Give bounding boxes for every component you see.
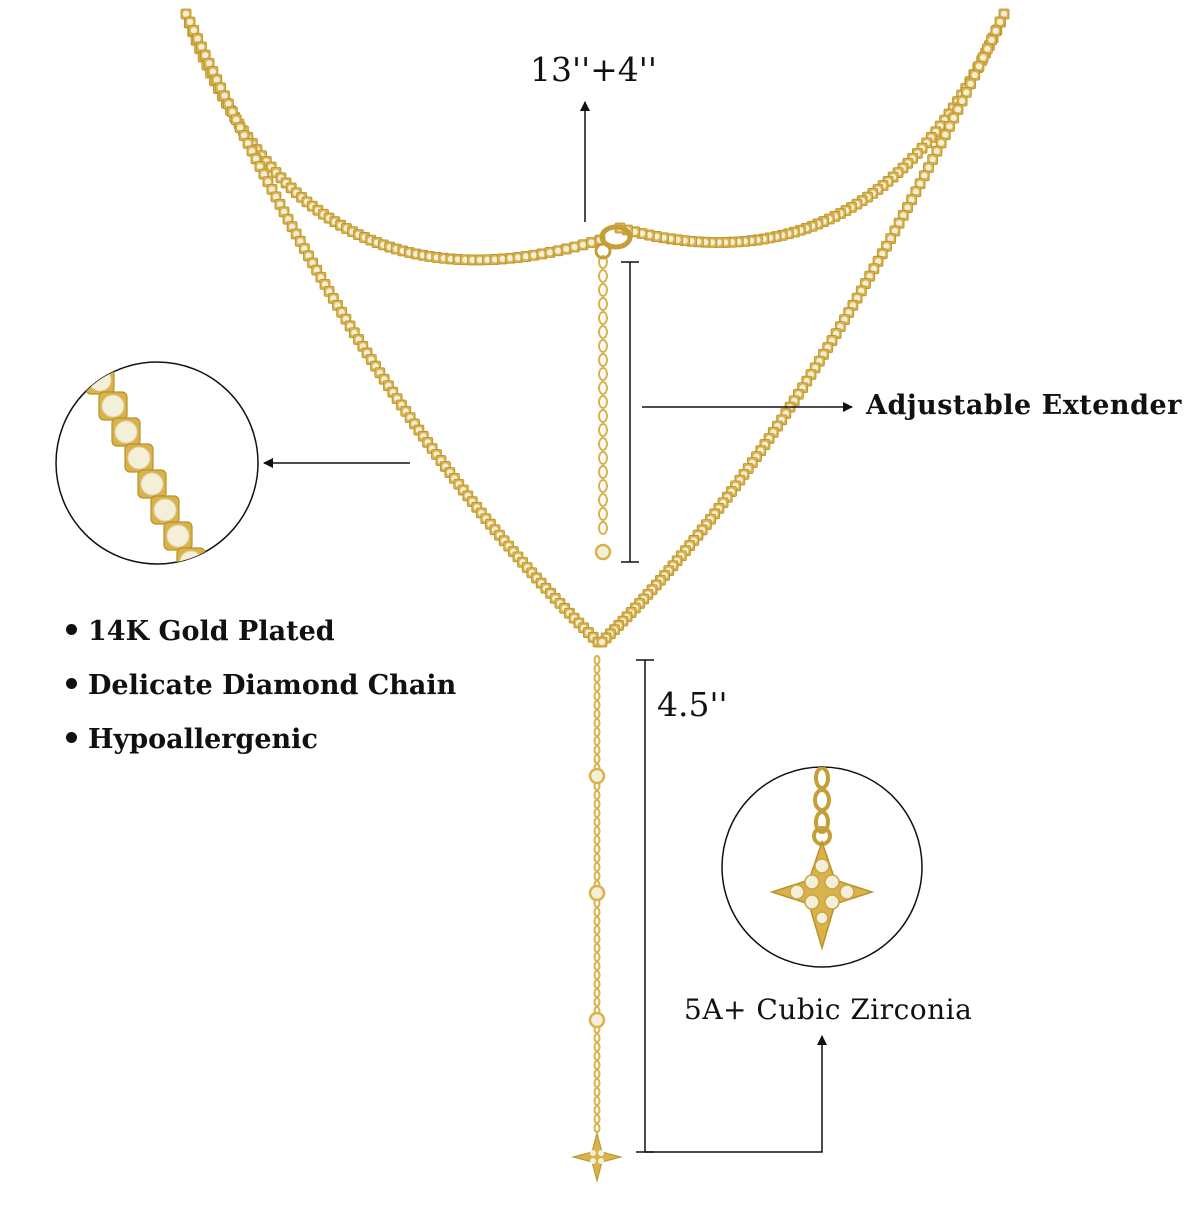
chain-detail-zoom (55, 361, 259, 565)
extender-label: Adjustable Extender (866, 390, 1182, 421)
extender-chain (594, 255, 612, 561)
feature-list: 14K Gold Plated Delicate Diamond Chain H… (66, 612, 456, 774)
length-label: 13''+4'' (530, 50, 657, 89)
dimension-lines (263, 101, 853, 1153)
feature-item: Delicate Diamond Chain (66, 666, 456, 720)
lariat-chain (184, 16, 1006, 648)
feature-item: Hypoallergenic (66, 720, 456, 774)
star-pendant-icon (571, 1131, 623, 1183)
choker-chain (180, 8, 1010, 266)
drop-length-label: 4.5'' (657, 685, 728, 724)
stone-label: 5A+ Cubic Zirconia (684, 993, 973, 1026)
lobster-clasp (594, 224, 633, 260)
pendant-detail-zoom (721, 766, 923, 968)
drop-chain (588, 655, 606, 1133)
stone-arrow (645, 1035, 827, 1153)
feature-item: 14K Gold Plated (66, 612, 456, 666)
